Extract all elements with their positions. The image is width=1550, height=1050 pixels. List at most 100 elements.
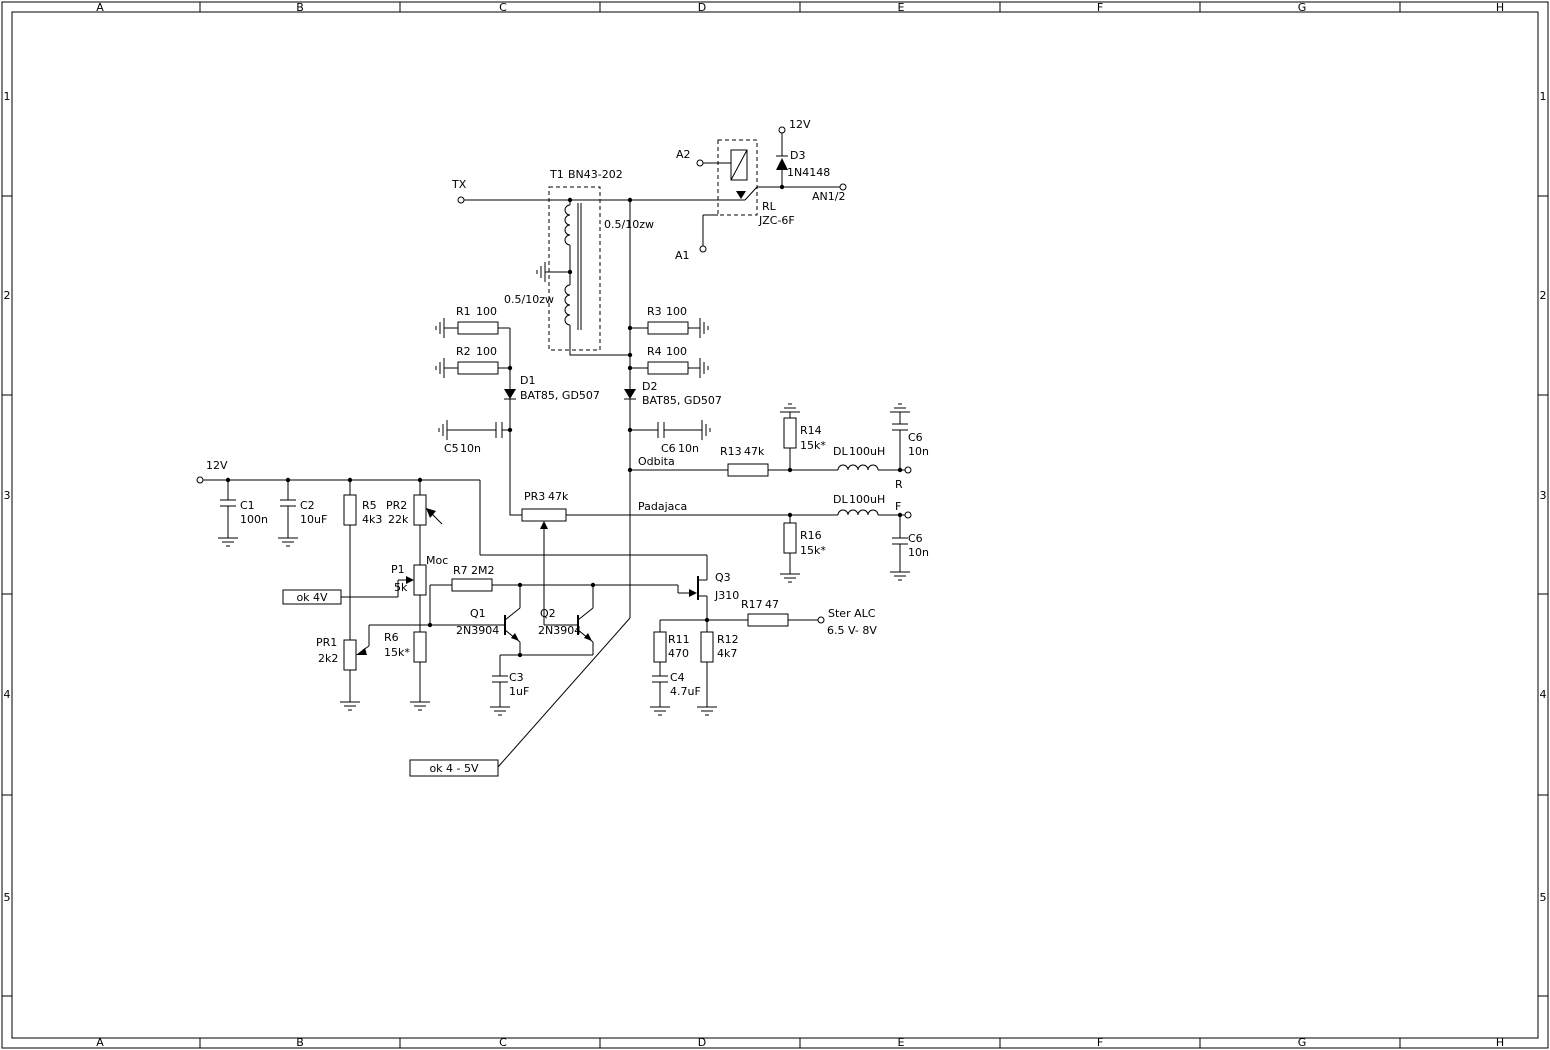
diode-d2: D2 BAT85, GD507	[624, 380, 722, 407]
resistor-r17-value: 47	[765, 598, 779, 611]
inductor-dl1-value: 100uH	[849, 445, 885, 458]
resistor-r6: R6 15k*	[384, 631, 427, 663]
frame-row-label: 1	[4, 90, 11, 103]
padajaca-label: Padajaca	[638, 500, 687, 513]
frame-row-label: 4	[1540, 688, 1547, 701]
frame-row-label: 5	[1540, 891, 1547, 904]
resistor-r13-ref: R13	[720, 445, 742, 458]
frame-col-label: F	[1097, 1, 1103, 14]
resistor-r14-value: 15k*	[800, 439, 826, 452]
diode-d3-ref: D3	[790, 149, 805, 162]
net-label-moc: Moc	[426, 554, 448, 567]
transformer-t1-part: BN43-202	[568, 168, 623, 181]
potentiometer-p1: P1 5k	[391, 563, 427, 596]
resistor-r11-ref: R11	[668, 633, 690, 646]
frame-col-label: D	[698, 1036, 706, 1049]
resistor-r17-ref: R17	[741, 598, 763, 611]
transistor-q3: Q3 J310	[689, 571, 739, 602]
terminal-tx: TX	[451, 178, 467, 204]
resistor-r2: R2 100	[456, 345, 499, 375]
terminal-tx-label: TX	[451, 178, 467, 191]
capacitor-c6-r: C6 10n	[892, 423, 929, 458]
capacitor-c5-ref: C5	[444, 442, 459, 455]
diode-d3-part: 1N4148	[787, 166, 830, 179]
frame-row-label: 3	[1540, 489, 1547, 502]
frame-col-label: C	[499, 1, 507, 14]
transistor-q2-ref: Q2	[540, 607, 556, 620]
resistor-r17: R17 47	[741, 598, 789, 627]
potentiometer-pr3-ref: PR3	[524, 490, 545, 503]
terminal-f-label: F	[895, 500, 901, 513]
capacitor-c1-value: 100n	[240, 513, 268, 526]
resistor-r7-value: 2M2	[471, 564, 495, 577]
inductor-dl1: DL 100uH	[833, 445, 885, 471]
callout-ok45v: ok 4 - 5V	[409, 759, 499, 777]
resistor-r7: R7 2M2	[451, 564, 495, 592]
transformer-t1-winding1-label: 0.5/10zw	[604, 218, 654, 231]
frame-row-label: 2	[4, 289, 11, 302]
terminal-an12-label: AN1/2	[812, 190, 845, 203]
capacitor-c6-f-value: 10n	[908, 546, 929, 559]
resistor-r16-ref: R16	[800, 529, 822, 542]
callout-ok45v-label: ok 4 - 5V	[429, 762, 479, 775]
transformer-t1-ref: T1	[549, 168, 564, 181]
frame-col-label: H	[1496, 1036, 1504, 1049]
transistor-q3-ref: Q3	[715, 571, 731, 584]
resistor-r5-value: 4k3	[362, 513, 382, 526]
potentiometer-pr1: PR1 2k2	[316, 636, 370, 671]
callout-ok4v-label: ok 4V	[296, 591, 328, 604]
inductor-dl2: DL 100uH	[833, 493, 885, 516]
inductor-dl2-value: 100uH	[849, 493, 885, 506]
potentiometer-pr2-ref: PR2	[386, 499, 407, 512]
ground-symbols	[218, 262, 910, 716]
terminal-12v-left: 12V	[196, 459, 228, 484]
terminal-ster-alc-range: 6.5 V- 8V	[827, 624, 877, 637]
resistor-r1-value: 100	[476, 305, 497, 318]
terminal-ster-alc: Ster ALC 6.5 V- 8V	[817, 607, 877, 637]
frame-col-label: A	[96, 1, 104, 14]
resistor-r16: R16 15k*	[783, 522, 826, 557]
resistor-r5-ref: R5	[362, 499, 377, 512]
capacitor-c2-ref: C2	[300, 499, 315, 512]
resistor-r4-ref: R4	[647, 345, 662, 358]
terminal-r-label: R	[895, 478, 903, 491]
transistor-q2: Q2 2N3904	[538, 607, 592, 641]
terminal-a2: A2	[676, 148, 704, 167]
frame-row-label: 2	[1540, 289, 1547, 302]
capacitor-c3-ref: C3	[509, 671, 524, 684]
capacitor-c2: C2 10uF	[280, 499, 327, 526]
frame-col-label: G	[1298, 1, 1307, 14]
capacitor-c2-value: 10uF	[300, 513, 327, 526]
diode-d1-part: BAT85, GD507	[520, 389, 600, 402]
terminal-12v-top-label: 12V	[789, 118, 811, 131]
inductor-dl2-ref: DL	[833, 493, 848, 506]
frame-row-label: 3	[4, 489, 11, 502]
potentiometer-pr1-value: 2k2	[318, 652, 338, 665]
capacitor-c6-bridge: C6 10n	[657, 422, 699, 455]
capacitor-c5: C5 10n	[444, 422, 503, 455]
resistor-r1-ref: R1	[456, 305, 471, 318]
net-label-odbita: Odbita	[638, 455, 675, 468]
terminal-an12: AN1/2	[812, 183, 847, 203]
capacitor-c1: C1 100n	[220, 499, 268, 526]
capacitor-c6-f-ref: C6	[908, 532, 923, 545]
frame-col-label: G	[1298, 1036, 1307, 1049]
diode-d2-ref: D2	[642, 380, 657, 393]
diode-d1-ref: D1	[520, 374, 535, 387]
transistor-q1-part: 2N3904	[456, 624, 499, 637]
resistor-r1: R1 100	[456, 305, 499, 335]
potentiometer-pr3: PR3 47k	[521, 490, 569, 529]
resistor-r6-value: 15k*	[384, 646, 410, 659]
capacitor-c6-f: C6 10n	[892, 532, 929, 559]
relay-rl: RL JZC-6F	[717, 139, 795, 227]
transistor-q1-ref: Q1	[470, 607, 486, 620]
resistor-r2-value: 100	[476, 345, 497, 358]
capacitor-c6-r-value: 10n	[908, 445, 929, 458]
diode-d3: D3 1N4148	[776, 149, 830, 179]
resistor-r2-ref: R2	[456, 345, 471, 358]
resistor-r12-ref: R12	[717, 633, 739, 646]
wire-network	[203, 133, 908, 768]
frame-col-label: B	[296, 1036, 304, 1049]
resistor-r16-value: 15k*	[800, 544, 826, 557]
